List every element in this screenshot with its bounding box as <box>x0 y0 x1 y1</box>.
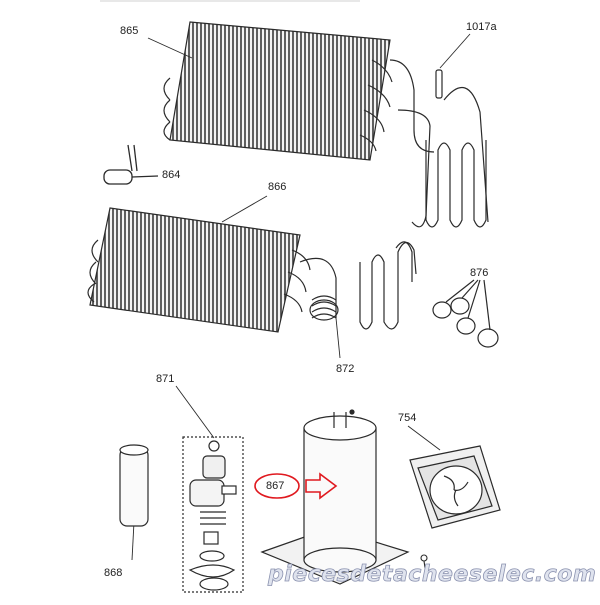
screws <box>420 554 494 576</box>
label-864: 864 <box>162 169 181 181</box>
leader-lines <box>131 33 471 561</box>
bushings-876 <box>432 279 499 348</box>
label-871: 871 <box>156 373 175 385</box>
label-1017a: 1017a <box>466 21 497 33</box>
label-865: 865 <box>120 25 139 37</box>
fan-754 <box>409 445 501 529</box>
valve-kit-871 <box>182 436 244 593</box>
label-876: 876 <box>470 267 489 279</box>
label-866: 866 <box>268 181 287 193</box>
filter-868 <box>119 444 149 527</box>
evaporator-865 <box>163 21 489 228</box>
compressor-867 <box>260 409 410 585</box>
label-868: 868 <box>104 567 123 579</box>
capillary-864 <box>103 144 159 185</box>
evaporator-866 <box>87 207 417 333</box>
watermark-text: piecesdetacheeselec.com <box>268 562 597 588</box>
label-872: 872 <box>336 363 355 375</box>
label-754: 754 <box>398 412 417 424</box>
highlight-867 <box>254 472 338 500</box>
label-867: 867 <box>266 480 285 492</box>
top-edge-rule <box>100 0 360 2</box>
